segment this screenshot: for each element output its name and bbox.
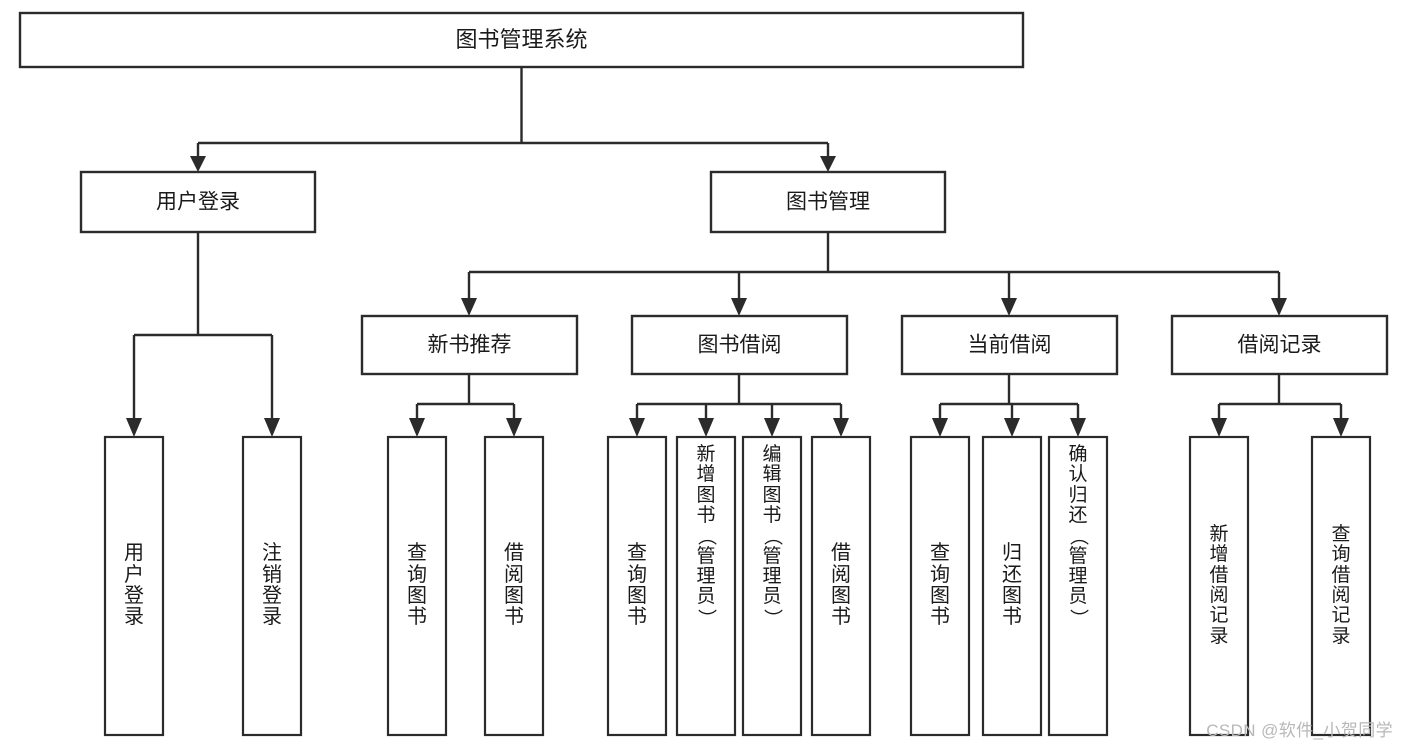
connector-group-root bbox=[190, 67, 836, 172]
node-new-book-recommend[interactable]: 新书推荐 bbox=[360, 314, 579, 376]
node-borrow-records-box[interactable] bbox=[1170, 314, 1389, 376]
node-current-borrow-box[interactable] bbox=[900, 314, 1119, 376]
node-borrow-records-label: 借阅记录 bbox=[1238, 334, 1322, 357]
arrow-bookmgmt-to-newbook bbox=[461, 298, 477, 316]
leaf-node-box[interactable] bbox=[241, 435, 303, 737]
leaf-node-box[interactable] bbox=[103, 435, 165, 737]
leaf-box-group bbox=[103, 435, 1372, 737]
node-borrow-records[interactable]: 借阅记录 bbox=[1170, 314, 1389, 376]
node-book-management[interactable]: 图书管理 bbox=[709, 170, 947, 234]
arrow-current-to-leaf1 bbox=[932, 418, 948, 437]
leaf-node-box[interactable] bbox=[1047, 435, 1109, 737]
arrow-root-to-bookmgmt bbox=[820, 156, 836, 172]
leaf-node-box[interactable] bbox=[675, 435, 737, 737]
node-root-box[interactable] bbox=[18, 11, 1025, 69]
arrow-newbook-to-leaf1 bbox=[409, 418, 425, 437]
leaf-node-box[interactable] bbox=[606, 435, 668, 737]
arrow-newbook-to-leaf2 bbox=[506, 418, 522, 437]
node-book-borrow-label: 图书借阅 bbox=[698, 334, 782, 357]
node-user-login[interactable]: 用户登录 bbox=[79, 170, 317, 234]
arrow-records-to-leaf2 bbox=[1333, 418, 1349, 437]
arrow-borrow-to-leaf1 bbox=[629, 418, 645, 437]
leaf-node-box[interactable] bbox=[810, 435, 872, 737]
leaf-node-box[interactable] bbox=[1310, 435, 1372, 737]
leaf-node-box[interactable] bbox=[386, 435, 448, 737]
leaf-node-box[interactable] bbox=[909, 435, 971, 737]
node-current-borrow[interactable]: 当前借阅 bbox=[900, 314, 1119, 376]
arrow-borrow-to-leaf4 bbox=[833, 418, 849, 437]
node-book-borrow[interactable]: 图书借阅 bbox=[630, 314, 849, 376]
node-current-borrow-label: 当前借阅 bbox=[968, 334, 1052, 357]
arrow-bookmgmt-to-records bbox=[1271, 298, 1287, 316]
arrow-borrow-to-leaf2 bbox=[698, 418, 714, 437]
node-book-borrow-box[interactable] bbox=[630, 314, 849, 376]
arrow-borrow-to-leaf3 bbox=[764, 418, 780, 437]
connector-group-borrow bbox=[629, 374, 849, 437]
connector-group-records bbox=[1211, 374, 1349, 437]
arrow-current-to-leaf3 bbox=[1070, 418, 1086, 437]
connector-group-bookmgmt bbox=[461, 232, 1287, 316]
connector-group-newbook bbox=[409, 374, 522, 437]
node-user-login-label: 用户登录 bbox=[156, 191, 240, 214]
node-book-management-label: 图书管理 bbox=[786, 191, 870, 214]
arrow-records-to-leaf1 bbox=[1211, 418, 1227, 437]
arrow-root-to-login bbox=[190, 156, 206, 172]
arrow-bookmgmt-to-current bbox=[1001, 298, 1017, 316]
node-root-label: 图书管理系统 bbox=[455, 27, 587, 52]
connector-group-login bbox=[126, 232, 280, 437]
node-book-management-box[interactable] bbox=[709, 170, 947, 234]
node-root[interactable]: 图书管理系统 bbox=[18, 11, 1025, 69]
node-new-book-recommend-box[interactable] bbox=[360, 314, 579, 376]
connector-group-current bbox=[932, 374, 1086, 437]
leaf-node-box[interactable] bbox=[981, 435, 1043, 737]
leaf-node-box[interactable] bbox=[741, 435, 803, 737]
leaf-node-box[interactable] bbox=[483, 435, 545, 737]
node-user-login-box[interactable] bbox=[79, 170, 317, 234]
arrow-login-to-leaf2 bbox=[264, 418, 280, 437]
leaf-node-box[interactable] bbox=[1188, 435, 1250, 737]
arrow-login-to-leaf1 bbox=[126, 418, 142, 437]
arrow-bookmgmt-to-borrow bbox=[731, 298, 747, 316]
node-new-book-recommend-label: 新书推荐 bbox=[428, 334, 512, 357]
arrow-current-to-leaf2 bbox=[1004, 418, 1020, 437]
